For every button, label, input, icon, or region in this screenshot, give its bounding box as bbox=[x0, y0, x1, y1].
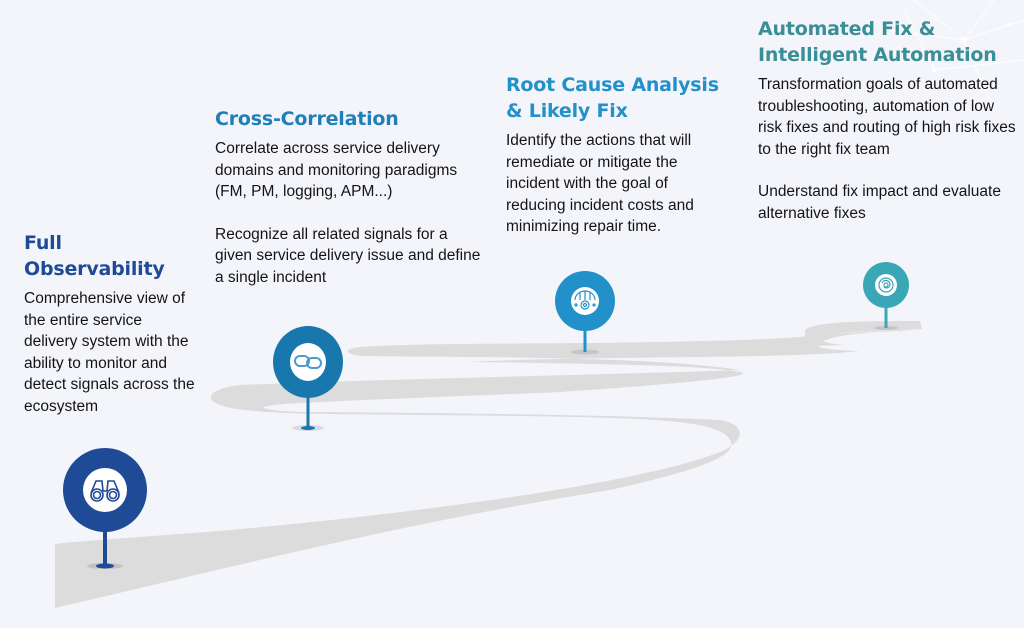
stage-automated-fix: Automated Fix & Intelligent Automation T… bbox=[758, 16, 1018, 224]
road-segment-1 bbox=[55, 329, 920, 608]
background-network-decoration bbox=[883, 0, 1024, 111]
stage-description: Understand fix impact and evaluate alter… bbox=[758, 183, 1001, 222]
stage-title-line2: Intelligent Automation bbox=[758, 44, 997, 66]
stage-root-cause-analysis: Root Cause Analysis & Likely Fix Identif… bbox=[506, 72, 721, 238]
binoculars-icon bbox=[90, 480, 120, 502]
stage-full-observability: Full Observability Comprehensive view of… bbox=[24, 230, 199, 417]
stage-title-line1: Full bbox=[24, 232, 62, 254]
stage-description: Comprehensive view of the entire service… bbox=[24, 290, 195, 415]
stage-title-line1: Automated Fix & bbox=[758, 18, 936, 40]
stage-title-line2: Observability bbox=[24, 258, 165, 280]
chain-link-icon bbox=[294, 355, 322, 369]
stage-description: Transformation goals of automated troubl… bbox=[758, 76, 1016, 158]
stage-description: Identify the actions that will remediate… bbox=[506, 132, 694, 235]
stage-description: Recognize all related signals for a give… bbox=[215, 225, 481, 286]
stage-title: Full Observability bbox=[24, 230, 199, 282]
stage-title-line1: Root Cause Analysis bbox=[506, 74, 719, 96]
stage-title: Cross-Correlation bbox=[215, 108, 399, 130]
pin-cross-correlation bbox=[271, 326, 345, 432]
pin-automated-fix bbox=[862, 261, 912, 331]
globe-gear-icon bbox=[574, 290, 596, 310]
stage-title: Automated Fix & Intelligent Automation bbox=[758, 16, 1018, 68]
pin-full-observability bbox=[60, 445, 150, 570]
road-segment-2 bbox=[760, 321, 922, 348]
stage-cross-correlation: Cross-Correlation Correlate across servi… bbox=[215, 106, 485, 288]
stage-title: Root Cause Analysis & Likely Fix bbox=[506, 72, 721, 124]
stage-description: Correlate across service delivery domain… bbox=[215, 140, 458, 200]
pin-root-cause-analysis bbox=[554, 270, 616, 355]
brain-automation-icon bbox=[878, 277, 894, 293]
stage-title-line2: & Likely Fix bbox=[506, 100, 628, 122]
